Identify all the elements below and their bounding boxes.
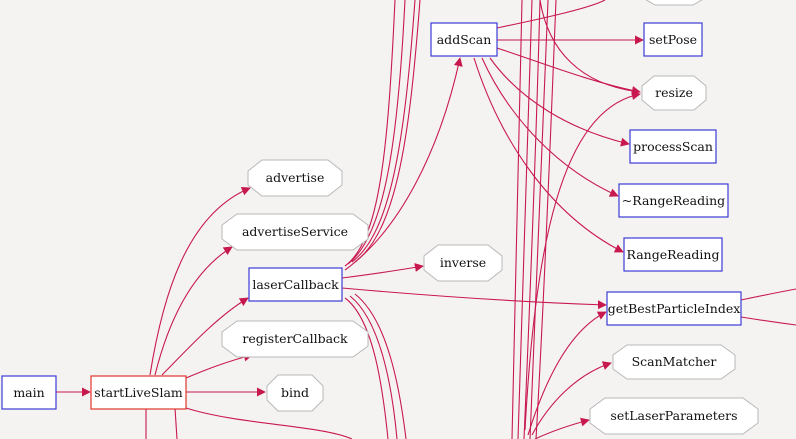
node-label-get-best-particle-index: getBestParticleIndex [608, 301, 741, 316]
edge-startliveslam-advertiseservice [154, 246, 233, 376]
node-offscreen-top [645, 0, 703, 6]
edge-bundle-1 [511, 0, 523, 439]
edge-addscan-up [496, 0, 606, 29]
node-label-inverse: inverse [440, 255, 486, 270]
edge-bundle-2 [517, 0, 533, 439]
edge-lasercallback-getbestparticleindex [341, 287, 607, 310]
node-label-range-reading: RangeReading [627, 247, 720, 262]
node-process-scan[interactable]: processScan [629, 129, 717, 164]
edge-lasercallback-up-4 [354, 0, 421, 263]
edge-bundle-5 [535, 0, 557, 439]
edge-lasercallback-up-3 [351, 0, 416, 263]
edge-lasercallback-up-2 [347, 0, 406, 265]
node-label-set-laser-parameters: setLaserParameters [610, 408, 737, 423]
node-scan-matcher[interactable]: ScanMatcher [612, 344, 736, 380]
edges [56, 0, 796, 439]
node-range-reading[interactable]: RangeReading [623, 237, 723, 272]
node-label-main: main [13, 385, 44, 400]
node-resize[interactable]: resize [641, 75, 707, 111]
node-register-callback[interactable]: registerCallback [221, 320, 369, 358]
edge-startliveslam-advertise [149, 186, 251, 376]
edge-addscan-rangereading-dtor [481, 57, 619, 197]
node-advertise[interactable]: advertise [247, 159, 343, 197]
node-add-scan[interactable]: addScan [430, 22, 498, 57]
node-main[interactable]: main [1, 375, 57, 410]
node-bind[interactable]: bind [266, 374, 324, 412]
nodes: main startLiveSlam advertise advertiseSe… [1, 0, 759, 435]
edge-startliveslam-lasercallback [161, 297, 249, 376]
node-label-range-reading-dtor: ~RangeReading [622, 193, 725, 208]
node-label-advertise: advertise [266, 170, 325, 185]
edge-lasercallback-down-2 [349, 295, 398, 439]
node-label-add-scan: addScan [437, 32, 492, 47]
node-label-resize: resize [655, 85, 693, 100]
node-label-set-pose: setPose [649, 32, 697, 47]
node-laser-callback[interactable]: laserCallback [248, 267, 343, 302]
edge-bundle-4 [529, 0, 549, 439]
node-label-laser-callback: laserCallback [252, 277, 339, 292]
edge-addscan-processscan [489, 57, 630, 147]
edge-startliveslam-offscreen-1 [185, 407, 353, 439]
edge-in-scanmatcher [531, 361, 612, 436]
edge-bundle-3 [523, 0, 541, 439]
node-range-reading-dtor[interactable]: ~RangeReading [618, 183, 729, 218]
edge-startliveslam-registercallback [185, 352, 253, 379]
node-label-scan-matcher: ScanMatcher [632, 354, 717, 369]
node-label-register-callback: registerCallback [242, 331, 348, 346]
edge-lasercallback-inverse [341, 262, 424, 279]
node-start-live-slam[interactable]: startLiveSlam [90, 375, 187, 410]
edge-getbest-right-1 [740, 288, 796, 301]
edge-top-to-resize [539, 0, 641, 93]
edge-lasercallback-down-1 [344, 297, 389, 439]
edge-startliveslam-offscreen-3 [174, 407, 178, 439]
node-get-best-particle-index[interactable]: getBestParticleIndex [606, 291, 742, 326]
node-set-pose[interactable]: setPose [643, 22, 703, 57]
edge-addscan-resize [496, 47, 641, 95]
edge-lasercallback-up-1 [344, 0, 396, 267]
edge-in-getbestparticleindex [527, 311, 607, 436]
edge-in-resize [524, 91, 641, 431]
node-label-bind: bind [281, 385, 309, 400]
edge-getbest-right-2 [740, 316, 796, 326]
node-advertise-service[interactable]: advertiseService [221, 213, 369, 251]
node-label-process-scan: processScan [633, 139, 713, 154]
node-set-laser-parameters[interactable]: setLaserParameters [589, 397, 759, 435]
edge-lasercallback-down-3 [354, 293, 407, 439]
node-label-advertise-service: advertiseService [242, 224, 348, 239]
node-inverse[interactable]: inverse [423, 244, 503, 282]
edge-in-setlaserparameters [534, 417, 590, 439]
node-label-start-live-slam: startLiveSlam [94, 385, 183, 400]
edge-addscan-rangereading [473, 57, 624, 253]
